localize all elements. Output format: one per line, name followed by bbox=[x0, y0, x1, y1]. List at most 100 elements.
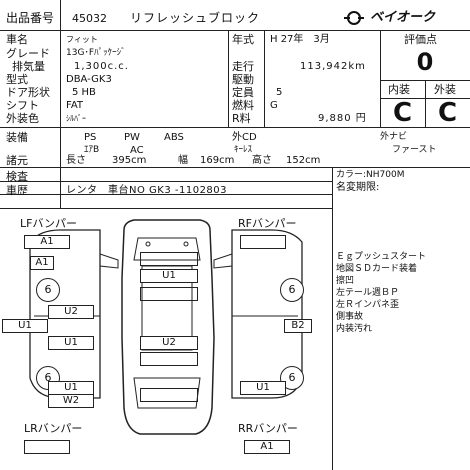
note-line: 左テール週ＢＰ bbox=[336, 288, 400, 298]
divider bbox=[332, 167, 333, 470]
damage-mark: A1 bbox=[244, 440, 290, 454]
note-line: 側事故 bbox=[336, 312, 364, 322]
fuel-value: G bbox=[270, 100, 278, 111]
divider bbox=[0, 194, 332, 195]
note-line: Ｅｇプッシュスタート bbox=[336, 252, 427, 262]
equipment-ac: AC bbox=[130, 145, 144, 156]
lot-number-label: 出品番号 bbox=[6, 11, 55, 25]
mileage-value: 113,942km bbox=[300, 61, 366, 72]
damage-mark: B2 bbox=[284, 319, 312, 333]
lf-bumper-label: LFバンパー bbox=[20, 217, 78, 230]
exterior-label: 外装 bbox=[434, 83, 456, 96]
mark-box bbox=[140, 352, 198, 366]
damage-mark: W2 bbox=[48, 394, 94, 408]
damage-mark: A1 bbox=[30, 256, 54, 270]
mark-box bbox=[140, 287, 198, 301]
mark-box bbox=[140, 388, 198, 402]
brand-logo: ベイオーク bbox=[340, 6, 464, 30]
divider bbox=[0, 167, 470, 168]
door-type-value: 5 HB bbox=[72, 87, 96, 98]
width-label: 幅 bbox=[178, 155, 188, 166]
damage-mark: 6 bbox=[280, 366, 304, 390]
height-value: 152cm bbox=[286, 155, 321, 166]
divider bbox=[0, 208, 332, 209]
color-code: カラー:NH700M bbox=[336, 170, 405, 180]
divider bbox=[264, 30, 265, 127]
interior-label: 内装 bbox=[388, 83, 410, 96]
year-label: 年式 bbox=[232, 33, 254, 46]
model-code-value: DBA-GK3 bbox=[66, 74, 112, 85]
note-line: 地図ＳＤカード装着 bbox=[336, 264, 418, 274]
shift-label: シフト bbox=[6, 99, 39, 112]
history-value: レンタ 車台NO GK3 -1102803 bbox=[66, 185, 228, 196]
equipment-label: 装備 bbox=[6, 131, 28, 144]
length-value: 395cm bbox=[112, 155, 147, 166]
mark-box bbox=[240, 235, 286, 249]
dimensions-label: 諸元 bbox=[6, 154, 28, 167]
exterior-color-label: 外装色 bbox=[6, 112, 39, 125]
brand-name: ベイオーク bbox=[370, 10, 436, 25]
car-name-value: フィット bbox=[66, 35, 98, 44]
note-line: 内装汚れ bbox=[336, 324, 373, 334]
damage-mark: A1 bbox=[24, 235, 70, 249]
equipment-first: ファースト bbox=[392, 145, 437, 155]
displacement-value: 1,300c.c. bbox=[74, 61, 129, 72]
car-name-label: 車名 bbox=[6, 33, 28, 46]
recycle-fee-label: R料 bbox=[232, 112, 251, 125]
equipment-airbag: ｴｱB bbox=[84, 145, 100, 155]
divider bbox=[380, 30, 381, 127]
score-value: 0 bbox=[416, 48, 434, 76]
divider bbox=[60, 0, 61, 181]
door-type-label: ドア形状 bbox=[6, 86, 50, 99]
divider bbox=[60, 181, 61, 208]
rf-bumper-label: RFバンパー bbox=[238, 217, 297, 230]
lot-number-value: 45032 bbox=[72, 12, 107, 25]
divider bbox=[0, 181, 332, 182]
damage-mark: U2 bbox=[48, 305, 94, 319]
shift-value: FAT bbox=[66, 100, 84, 111]
note-line: 擦凹 bbox=[336, 276, 355, 286]
damage-mark: U1 bbox=[48, 336, 94, 350]
grade-label: グレード bbox=[6, 47, 50, 60]
fuel-label: 燃料 bbox=[232, 99, 254, 112]
model-code-label: 型式 bbox=[6, 73, 28, 86]
divider bbox=[0, 127, 470, 128]
auction-title: リフレッシュブロック bbox=[130, 11, 261, 25]
rename-deadline: 名変期限: bbox=[336, 182, 380, 193]
damage-mark: U1 bbox=[48, 381, 94, 395]
note-line: 左Ｒインパネ歪 bbox=[336, 300, 400, 310]
damage-mark: 6 bbox=[36, 278, 60, 302]
length-label: 長さ bbox=[66, 155, 86, 166]
damage-mark: U1 bbox=[140, 269, 198, 283]
equipment-keyless: ｷｰﾚｽ bbox=[234, 145, 253, 155]
damage-mark: U2 bbox=[140, 336, 198, 350]
inspection-label: 検査 bbox=[6, 170, 28, 183]
year-value: H 27年 3月 bbox=[270, 34, 330, 45]
displacement-label: 排気量 bbox=[12, 60, 45, 73]
width-value: 169cm bbox=[200, 155, 235, 166]
recycle-fee-value: 9,880 円 bbox=[318, 113, 367, 124]
score-label: 評価点 bbox=[404, 33, 437, 46]
equipment-ps: PS bbox=[84, 132, 97, 143]
divider bbox=[0, 30, 470, 31]
history-label: 車歴 bbox=[6, 184, 28, 197]
mark-box bbox=[140, 252, 198, 266]
grade-value: 13G･Fﾊﾟｯｹｰｼﾞ bbox=[66, 48, 126, 58]
divider bbox=[228, 30, 229, 127]
drive-label: 駆動 bbox=[232, 73, 254, 86]
capacity-label: 定員 bbox=[232, 86, 254, 99]
mark-box bbox=[24, 440, 70, 454]
equipment-abs: ABS bbox=[164, 132, 184, 143]
lr-bumper-label: LRバンパー bbox=[24, 422, 83, 435]
capacity-value: 5 bbox=[276, 87, 283, 98]
height-label: 高さ bbox=[252, 155, 272, 166]
mileage-label: 走行 bbox=[232, 60, 254, 73]
divider bbox=[425, 80, 426, 127]
damage-mark: U1 bbox=[240, 381, 286, 395]
damage-mark: 6 bbox=[280, 278, 304, 302]
exterior-grade: C bbox=[437, 98, 458, 128]
exterior-color-value: ｼﾙﾊﾞｰ bbox=[66, 114, 86, 123]
interior-grade: C bbox=[392, 98, 413, 128]
damage-mark: U1 bbox=[2, 319, 48, 333]
equipment-cd: 外CD bbox=[232, 132, 257, 143]
